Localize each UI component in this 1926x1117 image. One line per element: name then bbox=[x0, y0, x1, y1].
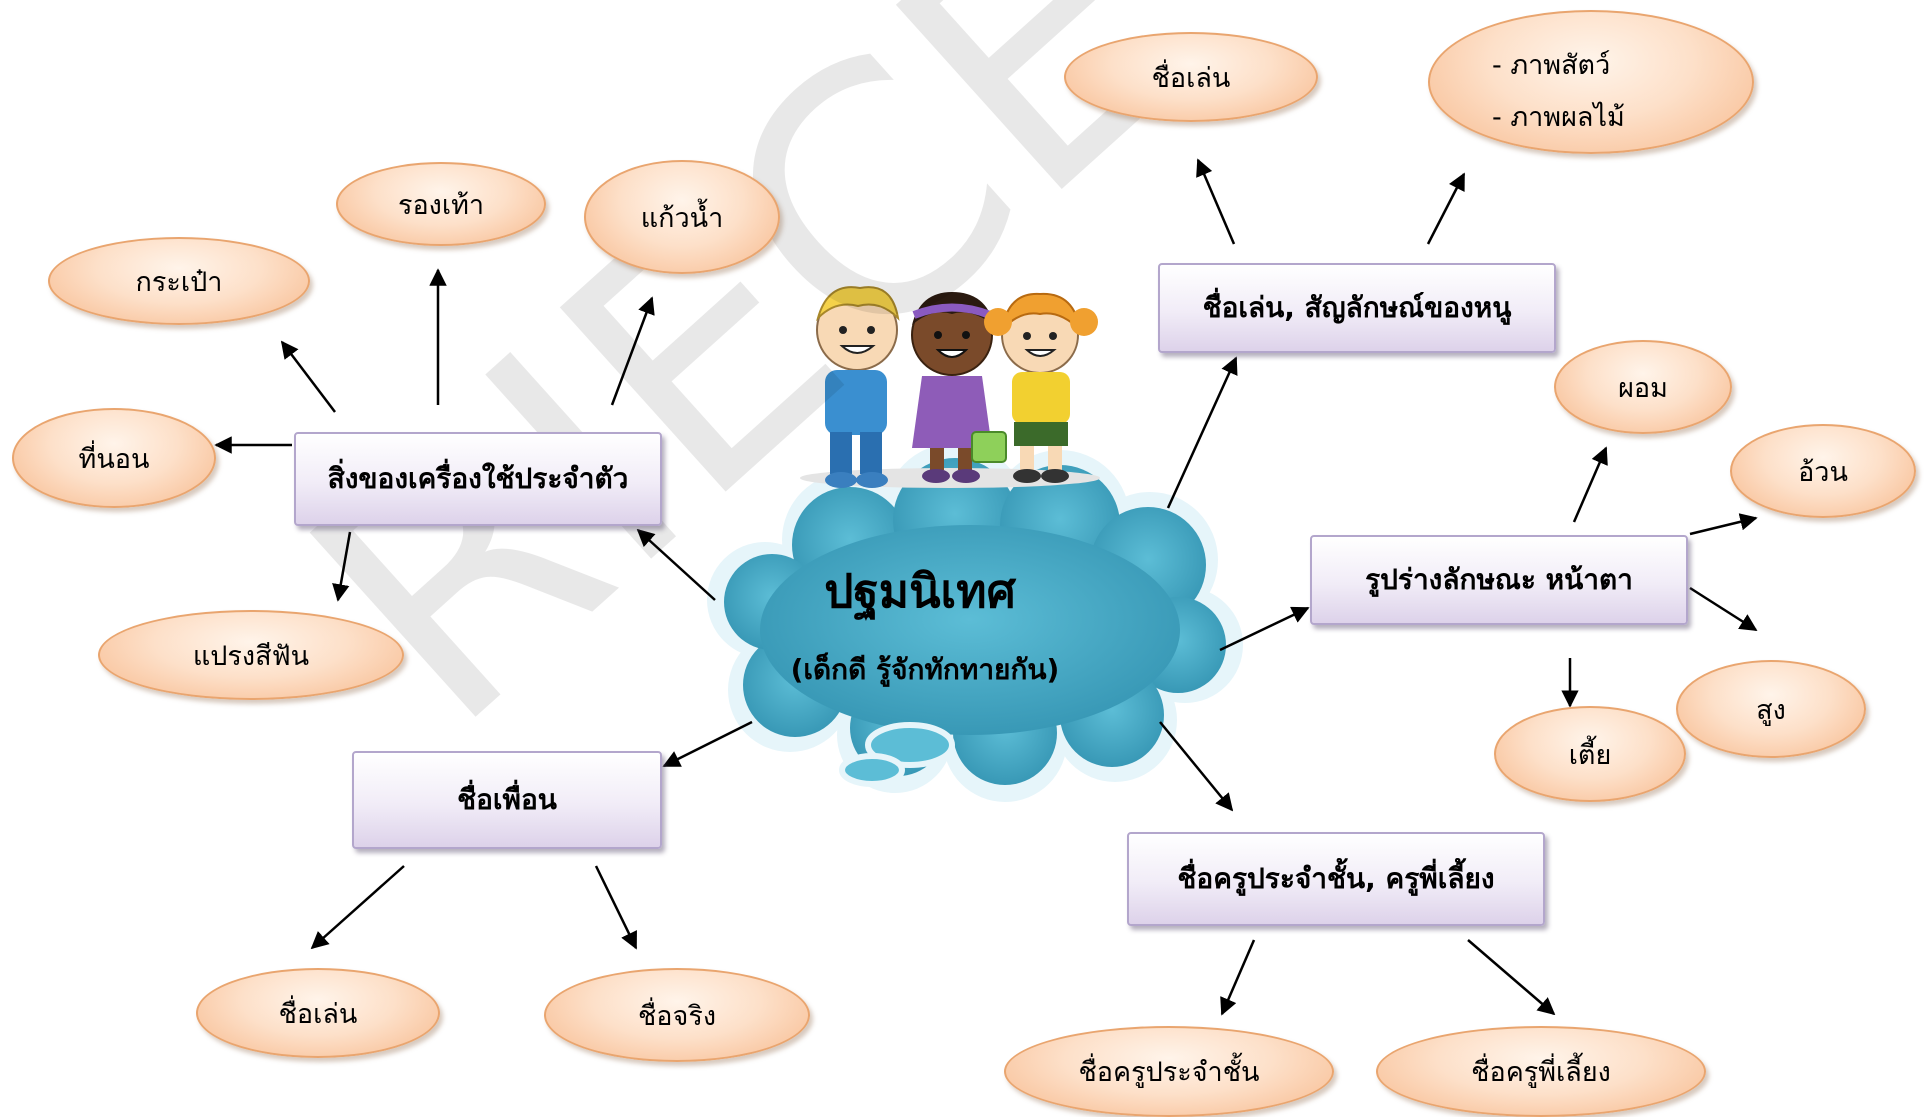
leaf-nickname-top: ชื่อเล่น bbox=[1064, 32, 1318, 122]
arrow-nickname-to-symbols bbox=[1426, 172, 1466, 245]
arrow-teachers-to-assistant bbox=[1467, 939, 1556, 1016]
leaf-fat: อ้วน bbox=[1730, 424, 1916, 518]
leaf-friend-nickname: ชื่อเล่น bbox=[196, 968, 440, 1058]
center-title: ปฐมนิเทศ bbox=[824, 564, 1016, 618]
leaf-short: เตี้ย bbox=[1494, 706, 1686, 802]
arrow-center-to-appearance bbox=[1219, 606, 1310, 652]
leaf-bedding: ที่นอน bbox=[12, 408, 216, 508]
arrow-center-to-teachers bbox=[1159, 721, 1234, 812]
leaf-thin: ผอม bbox=[1554, 340, 1732, 434]
arrow-appearance-to-tall bbox=[1689, 586, 1758, 632]
boy-figure bbox=[816, 286, 900, 488]
leaf-cup: แก้วน้ำ bbox=[584, 160, 780, 274]
arrow-center-to-nickname bbox=[1166, 356, 1238, 509]
symbol-animal: - ภาพสัตว์ bbox=[1492, 50, 1611, 81]
arrow-belongings-to-bag bbox=[280, 340, 336, 413]
girl-figure-right bbox=[971, 292, 1098, 483]
cloud-shape bbox=[707, 443, 1243, 802]
leaf-assistant-teacher: ชื่อครูพี่เลี้ยง bbox=[1376, 1026, 1706, 1117]
leaf-shoes: รองเท้า bbox=[336, 162, 546, 246]
arrow-belongings-to-toothbrush bbox=[332, 531, 352, 602]
leaf-toothbrush: แปรงสีฟัน bbox=[98, 610, 404, 700]
arrow-teachers-to-homeroom bbox=[1220, 939, 1256, 1016]
center-subtitle: (เด็กดี รู้จักทักทายกัน) bbox=[790, 653, 1060, 686]
arrow-appearance-to-fat bbox=[1689, 513, 1758, 536]
arrow-nickname-to-top bbox=[1196, 158, 1236, 245]
arrow-belongings-to-cup bbox=[610, 296, 655, 406]
arrow-friends-to-realname bbox=[594, 865, 638, 950]
node-friends: ชื่อเพื่อน bbox=[352, 751, 662, 849]
leaf-homeroom-teacher: ชื่อครูประจำชั้น bbox=[1004, 1026, 1334, 1117]
leaf-friend-realname: ชื่อจริง bbox=[544, 968, 810, 1062]
node-belongings: สิ่งของเครื่องใช้ประจำตัว bbox=[294, 432, 662, 526]
arrow-center-to-belongings bbox=[636, 528, 716, 601]
node-teachers: ชื่อครูประจำชั้น, ครูพี่เลี้ยง bbox=[1127, 832, 1545, 926]
arrow-friends-to-nickname bbox=[310, 865, 405, 950]
arrow-center-to-friends bbox=[662, 720, 753, 768]
arrow-appearance-to-thin bbox=[1572, 446, 1608, 523]
leaf-tall: สูง bbox=[1676, 660, 1866, 758]
node-appearance: รูปร่างลักษณะ หน้าตา bbox=[1310, 535, 1688, 625]
leaf-symbols: - ภาพสัตว์ - ภาพผลไม้ bbox=[1428, 10, 1754, 154]
leaf-bag: กระเป๋า bbox=[48, 237, 310, 325]
connector-arrows bbox=[214, 158, 1758, 1016]
children-illustration bbox=[800, 286, 1100, 488]
node-nickname-symbol: ชื่อเล่น, สัญลักษณ์ของหนู bbox=[1158, 263, 1556, 353]
girl-figure-middle bbox=[911, 292, 994, 483]
symbol-fruit: - ภาพผลไม้ bbox=[1492, 102, 1625, 133]
